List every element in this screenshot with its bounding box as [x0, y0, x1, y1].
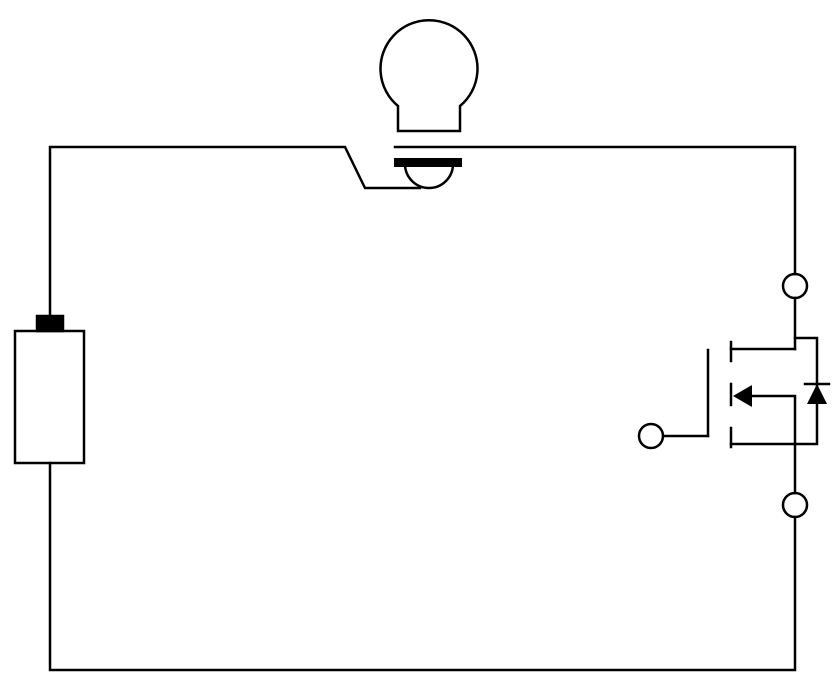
light-bulb-icon: [379, 19, 479, 133]
wire-top-left: [48, 145, 422, 318]
mosfet-body-lead: [748, 394, 797, 446]
drain-terminal-icon[interactable]: [781, 272, 809, 300]
bulb-glass: [379, 19, 479, 133]
wire-left-bottom: [48, 461, 797, 672]
wire-top-right: [393, 145, 797, 276]
n-channel-mosfet-icon: [706, 340, 797, 449]
diode-triangle: [807, 384, 827, 404]
switch-bar: [394, 158, 462, 167]
mosfet-arrow-icon: [733, 385, 752, 407]
switch-icon: [394, 158, 462, 190]
diode-icon: [793, 336, 831, 446]
wires: [48, 145, 797, 672]
source-terminal-icon[interactable]: [781, 491, 809, 519]
battery-body: [13, 329, 86, 465]
switch-dome: [403, 162, 455, 190]
battery-terminal: [35, 314, 65, 333]
gate-terminal-icon[interactable]: [637, 422, 665, 450]
battery-icon: [13, 314, 86, 465]
